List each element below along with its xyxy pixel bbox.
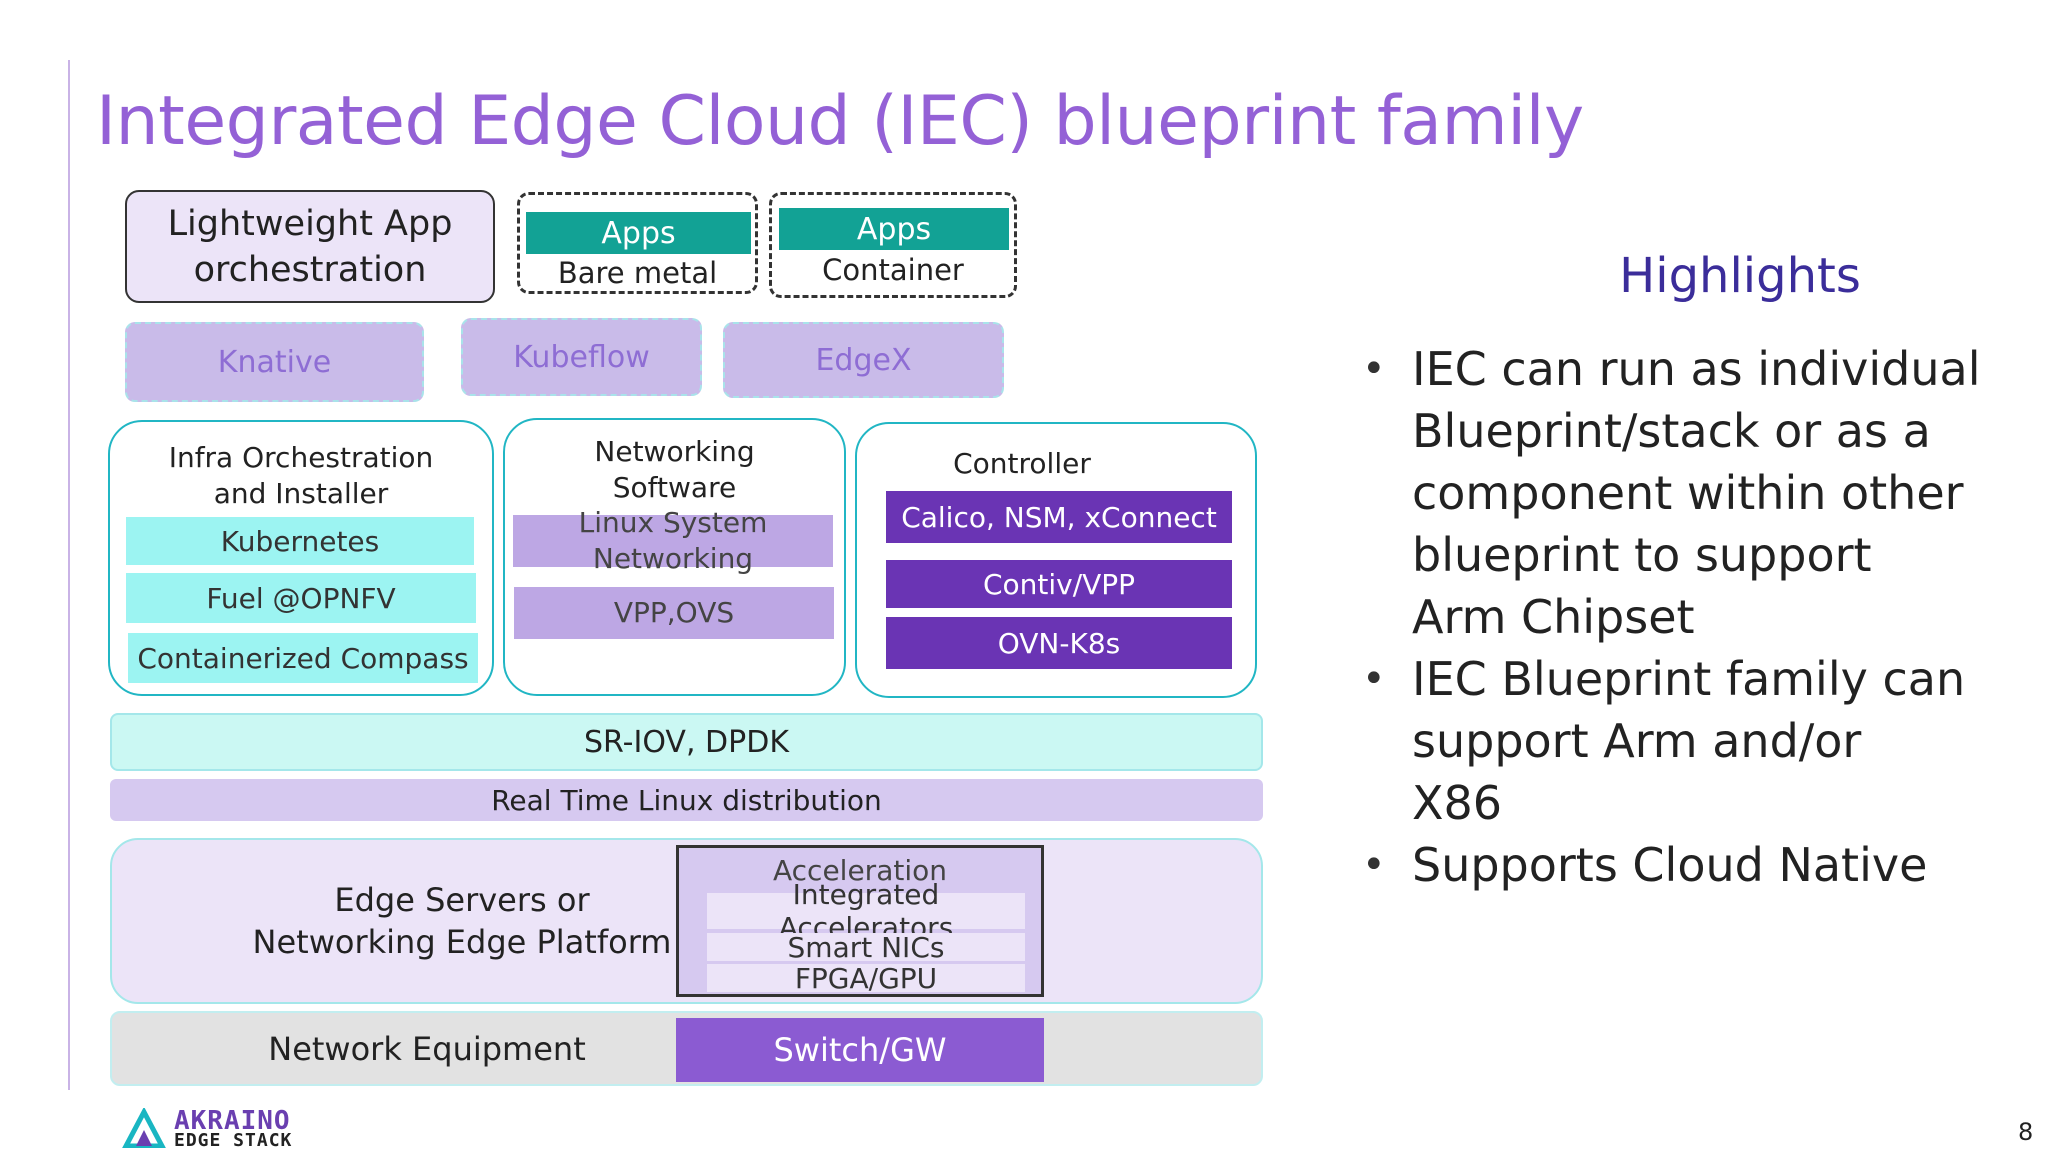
highlights-title: Highlights	[1619, 248, 1861, 304]
bare-metal-label: Bare metal	[557, 256, 718, 290]
bullet-1-line: Arm Chipset	[1412, 590, 1695, 644]
bullet-dot-icon: •	[1362, 656, 1386, 702]
controller-group-title: Controller	[953, 447, 1091, 480]
controller-group: Controller Calico, NSM, xConnect Contiv/…	[855, 422, 1257, 698]
apps-bare-metal-label: Apps	[526, 212, 751, 254]
lightweight-line2: orchestration	[193, 249, 427, 290]
apps-container-box: Apps Container	[769, 192, 1017, 298]
networking-title-line2: Software	[612, 471, 737, 504]
edge-platform-label: Edge Servers or Networking Edge Platform	[252, 876, 672, 966]
controller-item-contiv: Contiv/VPP	[886, 560, 1232, 608]
apps-bare-metal-box: Apps Bare metal	[517, 192, 758, 294]
bullet-dot-icon: •	[1362, 842, 1386, 888]
bullet-3-line: Supports Cloud Native	[1412, 838, 1928, 892]
network-equipment-label: Network Equipment	[268, 1030, 586, 1068]
slide-title: Integrated Edge Cloud (IEC) blueprint fa…	[96, 82, 1584, 161]
acceleration-title: Acceleration	[773, 853, 947, 887]
acceleration-box: Acceleration Integrated Accelerators Sma…	[676, 845, 1044, 997]
accel-item-fpga-gpu: FPGA/GPU	[707, 962, 1025, 995]
akraino-logo: AKRAINO EDGE STACK	[122, 1106, 322, 1151]
networking-software-group: Networking Software Linux System Network…	[503, 418, 846, 696]
infra-orchestration-group: Infra Orchestration and Installer Kubern…	[108, 420, 494, 696]
bullet-dot-icon: •	[1362, 346, 1386, 392]
bullet-1-line: IEC can run as individual	[1412, 342, 1981, 396]
infra-title-line1: Infra Orchestration	[168, 441, 434, 474]
controller-item-ovn: OVN-K8s	[886, 617, 1232, 669]
accel-item-integrated: Integrated Accelerators	[707, 878, 1025, 944]
framework-knative: Knative	[125, 322, 424, 402]
lightweight-line1: Lightweight App	[167, 203, 453, 244]
edge-line1: Edge Servers or	[334, 881, 590, 919]
linux-line1: Linux System	[578, 506, 768, 539]
infra-title-line2: and Installer	[213, 477, 389, 510]
framework-kubeflow: Kubeflow	[461, 318, 702, 396]
infra-group-title: Infra Orchestration and Installer	[110, 440, 492, 512]
page-number: 8	[2018, 1118, 2034, 1146]
networking-group-title: Networking Software	[505, 434, 844, 506]
bullet-1-line: component within other	[1412, 466, 1964, 520]
bullet-2-line: X86	[1412, 776, 1503, 830]
bullet-1-line: blueprint to support	[1412, 528, 1872, 582]
apps-container-label: Apps	[779, 208, 1009, 250]
controller-item-calico: Calico, NSM, xConnect	[886, 491, 1232, 543]
sriov-dpdk-layer: SR-IOV, DPDK	[110, 713, 1263, 771]
edge-line2: Networking Edge Platform	[252, 923, 672, 961]
bullet-2-line: support Arm and/or	[1412, 714, 1862, 768]
logo-text-edge-stack: EDGE STACK	[174, 1130, 293, 1151]
akraino-triangle-icon	[122, 1108, 166, 1148]
accel-item-smart-nics: Smart NICs	[707, 931, 1025, 964]
highlights-list: • IEC can run as individual Blueprint/st…	[1360, 338, 2020, 896]
framework-edgex: EdgeX	[723, 322, 1004, 398]
lightweight-app-orchestration-box: Lightweight App orchestration	[125, 190, 495, 303]
infra-item-compass: Containerized Compass	[128, 633, 478, 683]
infra-item-kubernetes: Kubernetes	[126, 517, 474, 565]
networking-item-vpp-ovs: VPP,OVS	[514, 587, 834, 639]
bullet-1-line: Blueprint/stack or as a	[1412, 404, 1931, 458]
highlight-bullet-2: • IEC Blueprint family can support Arm a…	[1360, 648, 2020, 834]
infra-item-fuel: Fuel @OPNFV	[126, 573, 476, 623]
networking-title-line1: Networking	[594, 435, 755, 468]
left-rule-divider	[68, 60, 70, 1090]
bullet-2-line: IEC Blueprint family can	[1412, 652, 1966, 706]
highlight-bullet-3: • Supports Cloud Native	[1360, 834, 2020, 896]
networking-item-linux: Linux System Networking	[513, 506, 833, 575]
highlight-bullet-1: • IEC can run as individual Blueprint/st…	[1360, 338, 2020, 648]
logo-text-akraino: AKRAINO	[174, 1106, 291, 1136]
switch-gw-box: Switch/GW	[676, 1018, 1044, 1082]
container-label: Container	[822, 253, 964, 287]
realtime-linux-layer: Real Time Linux distribution	[110, 779, 1263, 821]
linux-line2: Networking	[592, 542, 754, 575]
